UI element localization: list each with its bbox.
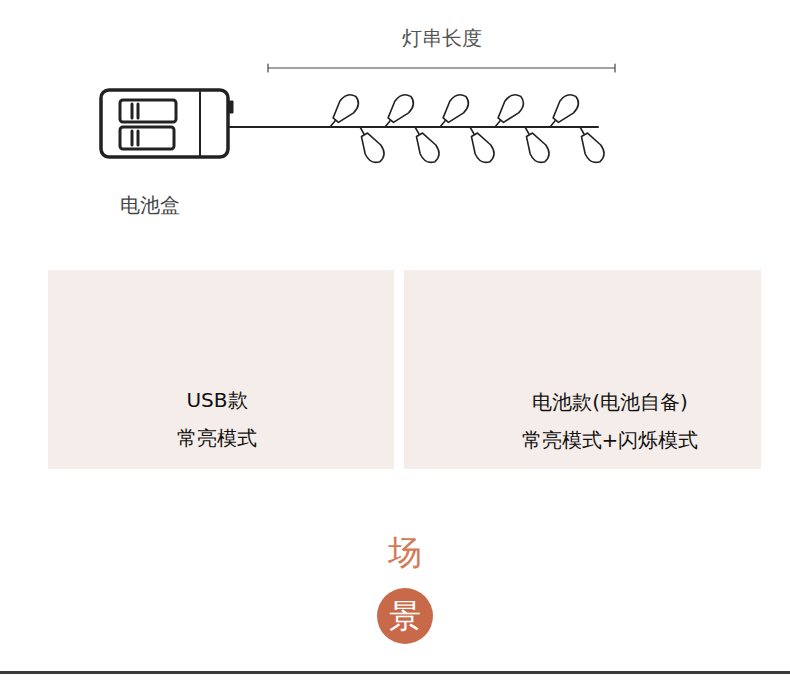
stroke	[360, 127, 365, 135]
stroke	[330, 120, 336, 127]
bulb	[488, 91, 528, 133]
stroke	[495, 120, 501, 127]
stroke	[470, 127, 475, 135]
stroke	[440, 120, 446, 127]
bulb	[517, 122, 553, 166]
stroke	[522, 130, 553, 166]
heading-char: 场	[388, 532, 422, 573]
stroke	[384, 91, 418, 126]
node-title: USB款	[186, 388, 247, 412]
wire	[228, 126, 598, 128]
node-title: 景	[389, 597, 421, 635]
battery-box	[101, 90, 233, 157]
stroke	[439, 91, 473, 126]
stroke	[549, 91, 583, 126]
variant-panel: 电池款(电池自备) 常亮模式+闪烁模式	[404, 270, 761, 469]
stroke	[525, 127, 530, 135]
stroke	[412, 130, 443, 166]
stroke	[329, 91, 363, 126]
bulb	[572, 122, 608, 166]
bulb	[407, 122, 443, 166]
stroke	[385, 120, 391, 127]
stroke	[550, 120, 556, 127]
bulb	[433, 91, 473, 133]
heading-circle: 景	[377, 588, 433, 644]
stroke	[357, 130, 388, 166]
variant-panel: USB款常亮模式	[48, 270, 394, 469]
bottom-rule	[0, 671, 790, 674]
node-body: 常亮模式+闪烁模式	[522, 428, 699, 452]
bulb	[378, 91, 418, 133]
bulb	[462, 122, 498, 166]
stroke	[494, 91, 528, 126]
length-bracket	[268, 64, 615, 72]
dimension-label: 灯串长度	[402, 26, 482, 50]
stroke	[580, 127, 585, 135]
node-title: 电池款(电池自备)	[532, 390, 688, 414]
bulb	[352, 122, 388, 166]
bulb	[323, 91, 363, 133]
node-body: 常亮模式	[177, 426, 257, 450]
part-name: 电池盒	[120, 193, 180, 217]
stroke	[415, 127, 420, 135]
stroke	[577, 130, 608, 166]
bulb	[543, 91, 583, 133]
stroke	[467, 130, 498, 166]
